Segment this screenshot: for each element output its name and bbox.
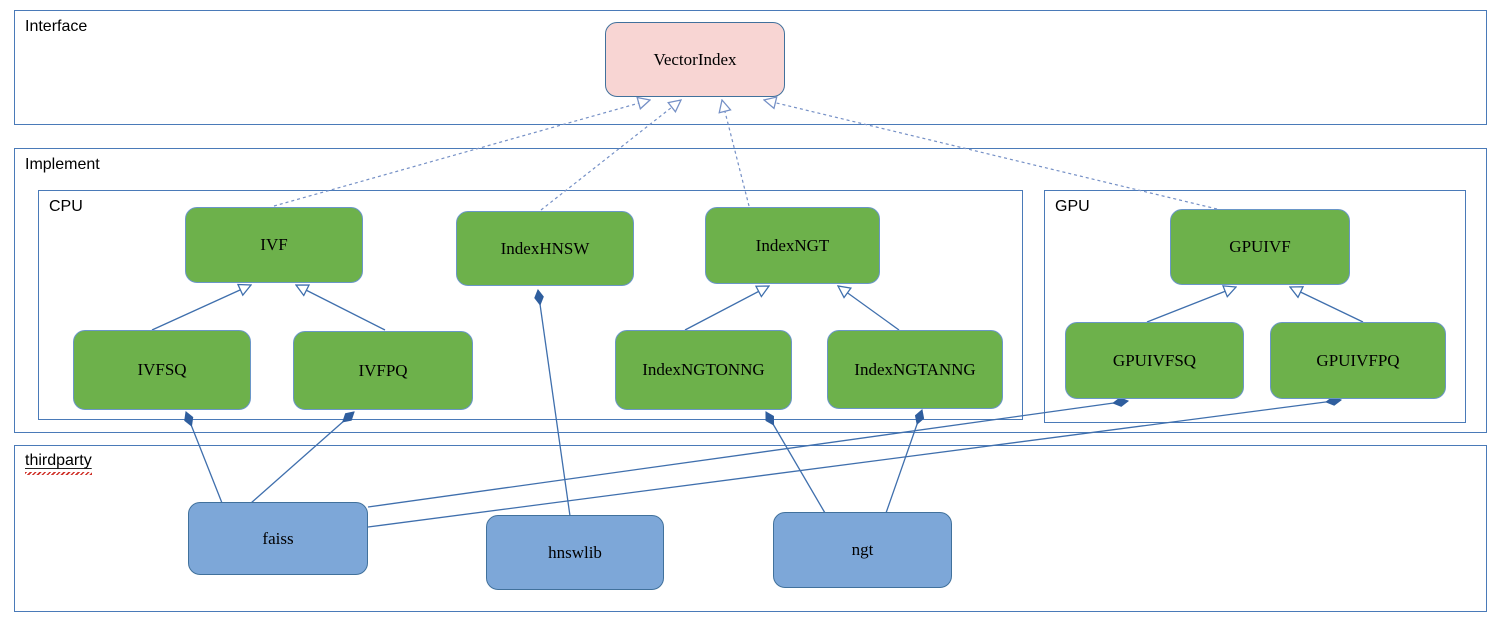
node-ngt-label: ngt xyxy=(851,540,874,559)
node-ivf: IVF xyxy=(185,207,363,283)
node-gpuivfpq-label: GPUIVFPQ xyxy=(1316,350,1400,370)
node-indexngt: IndexNGT xyxy=(705,207,880,284)
node-indexhnsw-label: IndexHNSW xyxy=(500,238,590,258)
node-ivf-label: IVF xyxy=(260,235,288,254)
node-gpuivfsq-label: GPUIVFSQ xyxy=(1112,350,1197,370)
node-indexngtanng: IndexNGTANNG xyxy=(827,330,1003,409)
node-indexngt-label: IndexNGT xyxy=(755,235,830,255)
node-gpuivfsq: GPUIVFSQ xyxy=(1065,322,1244,399)
node-ivfsq-label: IVFSQ xyxy=(137,360,187,379)
node-ivfsq: IVFSQ xyxy=(73,330,251,410)
node-ivfpq-label: IVFPQ xyxy=(358,360,408,380)
node-hnswlib-label: hnswlib xyxy=(548,542,602,562)
node-faiss: faiss xyxy=(188,502,368,575)
node-indexngtonng-label: IndexNGTONNG xyxy=(642,360,765,379)
container-implement-label: Implement xyxy=(25,156,100,173)
node-indexngtonng: IndexNGTONNG xyxy=(615,330,792,410)
node-ngt: ngt xyxy=(773,512,952,588)
node-indexngtanng-label: IndexNGTANNG xyxy=(854,359,976,379)
node-gpuivf-label: GPUIVF xyxy=(1229,237,1291,256)
node-vectorindex: VectorIndex xyxy=(605,22,785,97)
node-vectorindex-label: VectorIndex xyxy=(653,49,737,69)
node-indexhnsw: IndexHNSW xyxy=(456,211,634,286)
node-faiss-label: faiss xyxy=(262,528,294,548)
node-gpuivf: GPUIVF xyxy=(1170,209,1350,285)
node-hnswlib: hnswlib xyxy=(486,515,664,590)
node-ivfpq: IVFPQ xyxy=(293,331,473,410)
container-gpu-label: GPU xyxy=(1055,198,1090,215)
container-thirdparty-label: thirdparty xyxy=(25,452,92,475)
container-cpu-label: CPU xyxy=(49,198,83,215)
container-interface-label: Interface xyxy=(25,18,88,35)
node-gpuivfpq: GPUIVFPQ xyxy=(1270,322,1446,399)
container-interface: Interface xyxy=(14,10,1487,125)
